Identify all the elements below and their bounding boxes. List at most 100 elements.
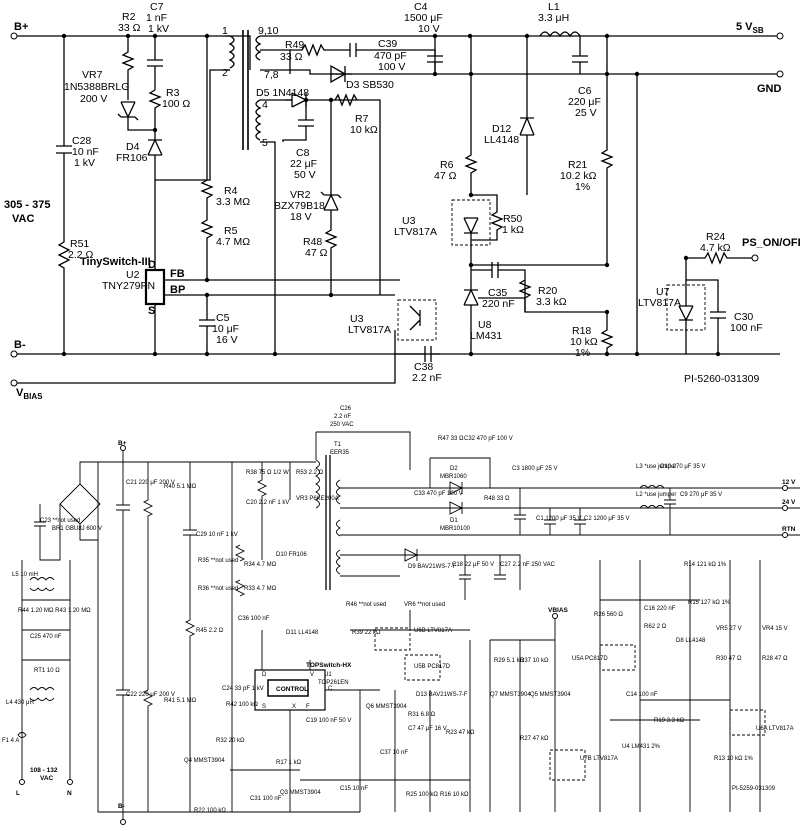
- b-u1-label: U1: [324, 672, 332, 678]
- b-pin-s: S: [262, 704, 266, 710]
- r51-value: 2.2 Ω: [68, 249, 94, 261]
- b-pin-x: X: [292, 704, 296, 710]
- b-r22: R22 100 kΩ: [194, 808, 226, 814]
- b-d11: D11 LL4148: [286, 630, 319, 636]
- u1-control-block: [267, 679, 309, 697]
- r4-value: 3.3 MΩ: [216, 196, 250, 208]
- b-pin-v: V: [310, 672, 314, 678]
- r50-label: R50: [503, 213, 522, 225]
- t1b-primary: [315, 459, 320, 509]
- c5-label: C5: [216, 312, 230, 324]
- b-c22: C22 220 μF 200 V: [126, 692, 175, 698]
- b-figure-id: PI-5259-031309: [732, 786, 776, 792]
- b-r27: R27 47 kΩ: [520, 736, 549, 742]
- label-gnd: GND: [757, 83, 782, 95]
- b-q4: Q4 MMST3904: [184, 758, 225, 764]
- b-r30: R30 47 Ω: [716, 656, 742, 662]
- b-vac-range: 108 - 132: [30, 767, 58, 774]
- t1-bias-winding: [255, 99, 262, 141]
- d3-label: D3 SB530: [346, 79, 394, 91]
- l1-label: L1: [548, 1, 560, 13]
- b-l3: L3 *use jumper: [636, 464, 676, 470]
- r49-label: R49: [285, 39, 304, 51]
- r5-value: 4.7 MΩ: [216, 236, 250, 248]
- b-c20: C20 2.2 nF 1 kV: [246, 500, 289, 506]
- b-r47: R47 33 Ω: [438, 436, 464, 442]
- b-c36: C36 100 nF: [238, 616, 270, 622]
- u6b-box: [374, 627, 411, 651]
- u2-label: U2: [126, 269, 140, 281]
- b-c26-value: 2.2 nF: [334, 414, 351, 420]
- t1-pin910: 9,10: [258, 25, 279, 37]
- r4-label: R4: [224, 185, 238, 197]
- b-q5: Q5 MMST3904: [530, 692, 571, 698]
- b-r37: R37 10 kΩ: [520, 658, 549, 664]
- u7b-box: [549, 749, 586, 781]
- b-c24: C24 33 pF 1 kV: [222, 686, 264, 692]
- b-vbias: VBIAS: [548, 607, 569, 614]
- b-c10: C10 270 μF 35 V: [660, 464, 705, 470]
- c35-value: 220 nF: [482, 298, 515, 310]
- b-r44-r43: R44 1.20 MΩ R43 1.20 MΩ: [18, 608, 91, 614]
- b-u1-control: CONTROL: [276, 686, 308, 693]
- u2-part: TNY279PN: [102, 280, 155, 292]
- b-c27: C27 2.2 nF 250 VAC: [500, 562, 556, 568]
- c5-value: 10 μF: [212, 323, 239, 335]
- b-r62: R62 2 Ω: [644, 624, 667, 630]
- d12-part: LL4148: [484, 134, 519, 146]
- b-r32: R32 20 kΩ: [216, 738, 245, 744]
- r18-tol: 1%: [575, 347, 590, 359]
- b-u6b: U6B LTV817A: [414, 628, 452, 634]
- b-l4: L4 430 μH: [6, 700, 34, 706]
- b-c16: C16 220 nF: [644, 606, 676, 612]
- c6-rating: 25 V: [575, 107, 597, 119]
- c7-label: C7: [150, 1, 164, 13]
- b-r25: R25 100 kΩ: [406, 792, 438, 798]
- b-u5b: U5B PC817D: [414, 664, 451, 670]
- c38-label: C38: [414, 361, 433, 373]
- c8-label: C8: [296, 147, 310, 159]
- c35-label: C35: [488, 287, 507, 299]
- label-bplus: B+: [14, 21, 28, 33]
- label-input-range: 305 - 375: [4, 199, 50, 211]
- c30-value: 100 nF: [730, 322, 763, 334]
- b-d2-label: D2: [450, 466, 458, 472]
- c5-rating: 16 V: [216, 334, 238, 346]
- b-d13: D13 BAV21WS-7-F: [416, 692, 468, 698]
- b-l5: L5 10 mH: [12, 572, 38, 578]
- b-r13: R13 10 kΩ 1%: [714, 756, 754, 762]
- top-figure-id: PI-5260-031309: [684, 373, 759, 385]
- b-c14: C14 100 nF: [626, 692, 658, 698]
- b-r19: R19 3.3 kΩ: [654, 718, 685, 724]
- b-r36: R36 **not used: [198, 586, 238, 592]
- b-r16: R16 10 kΩ: [440, 792, 469, 798]
- d5-label: D5 1N4148: [256, 87, 309, 99]
- b-u6a: U6A LTV817A: [756, 726, 794, 732]
- bplus-rail: [14, 35, 251, 70]
- b-terminal-n: N: [67, 790, 72, 797]
- b-d2-part: MBR1060: [440, 474, 467, 480]
- b-out-rtn: RTN: [782, 526, 796, 533]
- label-input-vac: VAC: [12, 213, 34, 225]
- t1-primary-winding: [228, 35, 235, 69]
- b-u7b: U7B LTV817A: [580, 756, 618, 762]
- 5vsb-terminal: [776, 32, 784, 40]
- r50-value: 1 kΩ: [502, 224, 524, 236]
- b-r35: R35 **not used: [198, 558, 238, 564]
- vr2-label: VR2: [290, 189, 311, 201]
- c4-value: 1500 μF: [404, 12, 443, 24]
- b-c9: C9 270 μF 35 V: [680, 492, 722, 498]
- r48-value: 47 Ω: [305, 247, 328, 259]
- b-r28: R28 47 Ω: [762, 656, 788, 662]
- l5-choke: [29, 577, 55, 591]
- b-c26-label: C26: [340, 406, 352, 412]
- r3-value: 100 Ω: [162, 98, 190, 110]
- b-r46: R46 **not used: [346, 602, 386, 608]
- t1b-secondaries: [336, 479, 341, 575]
- b-c21: C21 220 μF 200 V: [126, 480, 175, 486]
- b-r53: R53 2.2 Ω: [296, 470, 324, 476]
- r24-value: 4.7 kΩ: [700, 242, 731, 254]
- b-c2: C2 1200 μF 35 V: [584, 516, 629, 522]
- u7-label: U7: [656, 286, 670, 298]
